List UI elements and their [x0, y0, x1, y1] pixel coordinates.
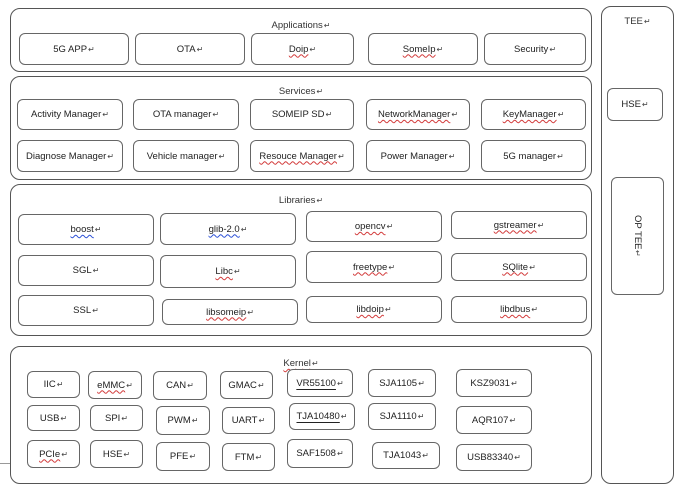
- kernel-iic: IIC↵: [27, 371, 80, 398]
- kernel-vr55100: VR55100↵: [287, 369, 353, 397]
- lib-boost: boost↵: [18, 214, 154, 245]
- svc-activity-manager: Activity Manager↵: [17, 99, 123, 130]
- kernel-saf1508: SAF1508↵: [287, 439, 353, 468]
- app-5g: 5G APP↵: [19, 33, 129, 65]
- lib-libdoip: libdoip↵: [306, 296, 442, 323]
- svc-resource-manager: Resouce Manager↵: [250, 140, 354, 172]
- lib-libc: Libc↵: [160, 255, 296, 288]
- svc-someip-sd: SOMEIP SD↵: [250, 99, 354, 130]
- applications-title: Applications↵: [271, 20, 331, 31]
- lib-gstreamer: gstreamer↵: [451, 211, 587, 239]
- lib-libsomeip: libsomeip↵: [162, 299, 298, 325]
- kernel-pwm: PWM↵: [156, 406, 210, 435]
- app-ota: OTA↵: [135, 33, 245, 65]
- svc-key-manager: KeyManager↵: [481, 99, 586, 130]
- page-edge-line: [0, 463, 10, 464]
- lib-sqlite: SQlite↵: [451, 253, 587, 281]
- lib-freetype: freetype↵: [306, 251, 442, 283]
- kernel-sja1105: SJA1105↵: [368, 369, 436, 397]
- kernel-title: Kernel↵: [283, 358, 319, 369]
- tee-title: TEE↵: [624, 16, 651, 27]
- kernel-uart: UART↵: [222, 407, 275, 434]
- svc-vehicle-manager: Vehicle manager↵: [133, 140, 239, 172]
- kernel-sja1110: SJA1110↵: [368, 403, 436, 430]
- svc-ota-manager: OTA manager↵: [133, 99, 239, 130]
- app-someip: SomeIp↵: [368, 33, 478, 65]
- kernel-pfe: PFE↵: [156, 442, 210, 471]
- kernel-usb: USB↵: [27, 405, 80, 431]
- kernel-ksz9031: KSZ9031↵: [456, 369, 532, 397]
- svc-network-manager: NetworkManager↵: [366, 99, 470, 130]
- lib-glib: glib-2.0↵: [160, 213, 296, 245]
- svc-5g-manager: 5G manager↵: [481, 140, 586, 172]
- libraries-title: Libraries↵: [278, 195, 324, 206]
- kernel-pcie: PCIe↵: [27, 440, 80, 468]
- tee-layer: TEE↵ HSE↵ OP TEE↵: [601, 6, 674, 484]
- kernel-aqr107: AQR107↵: [456, 406, 532, 434]
- kernel-tja1043: TJA1043↵: [372, 442, 440, 469]
- kernel-spi: SPI↵: [90, 405, 143, 431]
- kernel-can: CAN↵: [153, 371, 207, 400]
- app-doip: Doip↵: [251, 33, 354, 65]
- applications-layer: Applications↵ 5G APP↵ OTA↵ Doip↵ SomeIp↵…: [10, 8, 592, 72]
- libraries-layer: Libraries↵ boost↵ SGL↵ SSL↵ glib-2.0↵ Li…: [10, 184, 592, 336]
- lib-opencv: opencv↵: [306, 211, 442, 242]
- kernel-tja10480: TJA10480↵: [289, 403, 355, 430]
- kernel-usb83340: USB83340↵: [456, 444, 532, 471]
- kernel-gmac: GMAC↵: [220, 371, 273, 399]
- svc-diagnose-manager: Diagnose Manager↵: [17, 140, 123, 172]
- kernel-layer: Kernel↵ IIC↵ USB↵ PCIe↵ eMMC↵ SPI↵ HSE↵ …: [10, 346, 592, 484]
- services-layer: Services↵ Activity Manager↵ OTA manager↵…: [10, 76, 592, 180]
- app-security: Security↵: [484, 33, 586, 65]
- services-title: Services↵: [278, 86, 324, 97]
- lib-ssl: SSL↵: [18, 295, 154, 326]
- lib-libdbus: libdbus↵: [451, 296, 587, 323]
- svc-power-manager: Power Manager↵: [366, 140, 470, 172]
- tee-hse: HSE↵: [607, 88, 663, 121]
- kernel-ftm: FTM↵: [222, 443, 275, 471]
- kernel-emmc: eMMC↵: [88, 371, 142, 399]
- kernel-hse: HSE↵: [90, 440, 143, 468]
- tee-optee: OP TEE↵: [611, 177, 664, 295]
- lib-sgl: SGL↵: [18, 255, 154, 286]
